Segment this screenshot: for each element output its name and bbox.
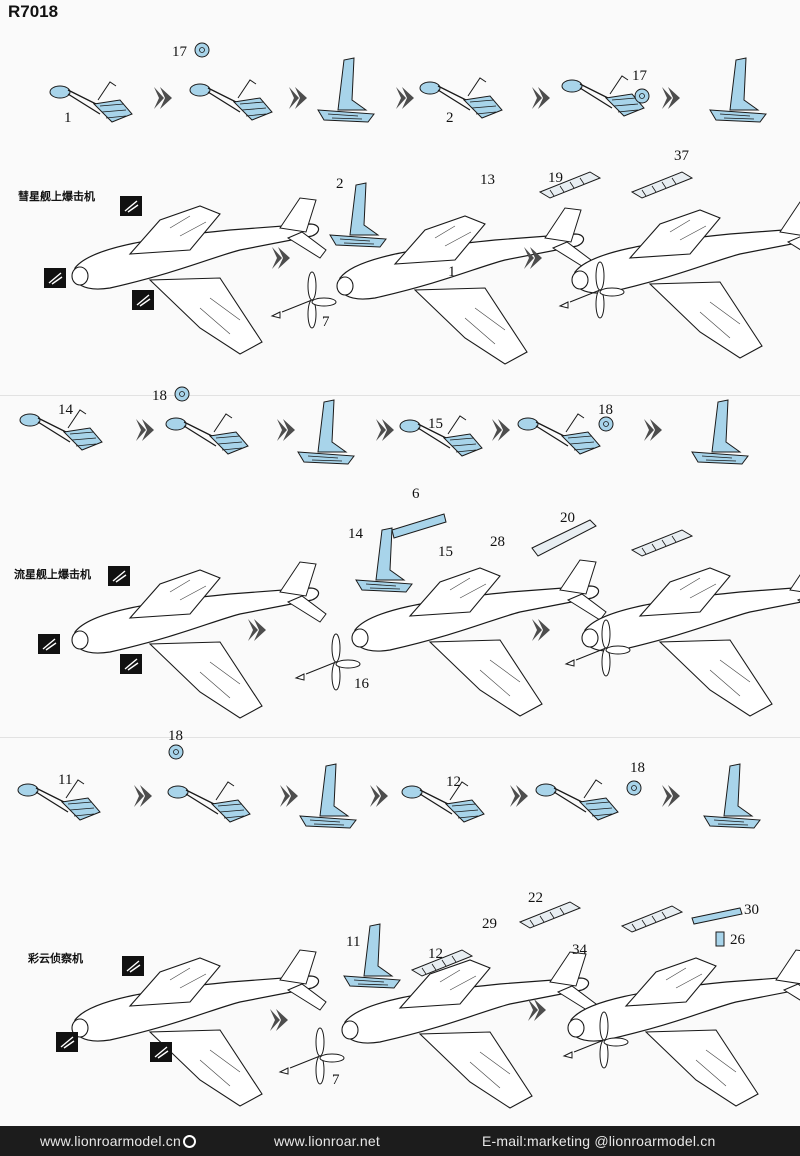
part-number: 1 [64,110,72,126]
part-number: 12 [446,774,461,790]
row-2-aircraft [43,171,800,365]
part-number: 19 [548,170,563,186]
row-3-steps [19,386,749,465]
part-number: 12 [428,946,443,962]
aircraft-name-ryusei: 流星舰上爆击机 [14,569,91,581]
part-number: 15 [428,416,443,432]
row-4-aircraft [37,513,800,719]
part-number: 7 [332,1072,340,1088]
part-number: 26 [730,932,746,948]
part-number: 17 [172,44,188,60]
part-number: 17 [632,68,648,84]
part-number: 11 [58,772,72,788]
row-5-steps [17,744,761,829]
part-number: 37 [674,148,690,164]
part-number: 28 [490,534,505,550]
part-number: 13 [480,172,495,188]
part-number: 1 [448,264,456,280]
part-number: 7 [322,314,330,330]
part-number: 16 [354,676,370,692]
part-number: 6 [412,486,420,502]
website-link[interactable]: www.lionroar.net [274,1133,380,1149]
part-number: 18 [630,760,645,776]
part-number: 2 [336,176,344,192]
website-cn-link[interactable]: www.lionroarmodel.cn [40,1133,181,1149]
part-number: 14 [348,526,364,542]
part-number: 20 [560,510,575,526]
part-number: 15 [438,544,453,560]
part-number: 11 [346,934,360,950]
logo-mark-icon [183,1135,196,1148]
part-number: 2 [446,110,454,126]
email-link[interactable]: E-mail:marketing @lionroarmodel.cn [482,1133,716,1149]
part-number: 30 [744,902,759,918]
aircraft-name-suisei: 彗星舰上爆击机 [18,191,95,203]
part-number: 22 [528,890,543,906]
row-1-steps [49,42,767,123]
part-number: 18 [168,728,183,744]
part-number: 29 [482,916,497,932]
row-6-aircraft [55,901,800,1109]
product-code: R7018 [8,2,59,21]
part-number: 18 [598,402,613,418]
part-number: 14 [58,402,74,418]
part-number: 34 [572,942,588,958]
fold-line [0,395,800,396]
part-number: 18 [152,388,167,404]
assembly-diagram: 1 17 2 17 2 13 1 7 19 37 [17,42,800,1109]
aircraft-name-saiun: 彩云侦察机 [28,953,83,965]
footer-bar: www.lionroarmodel.cn www.lionroar.net E-… [0,1126,800,1156]
fold-line [0,737,800,738]
